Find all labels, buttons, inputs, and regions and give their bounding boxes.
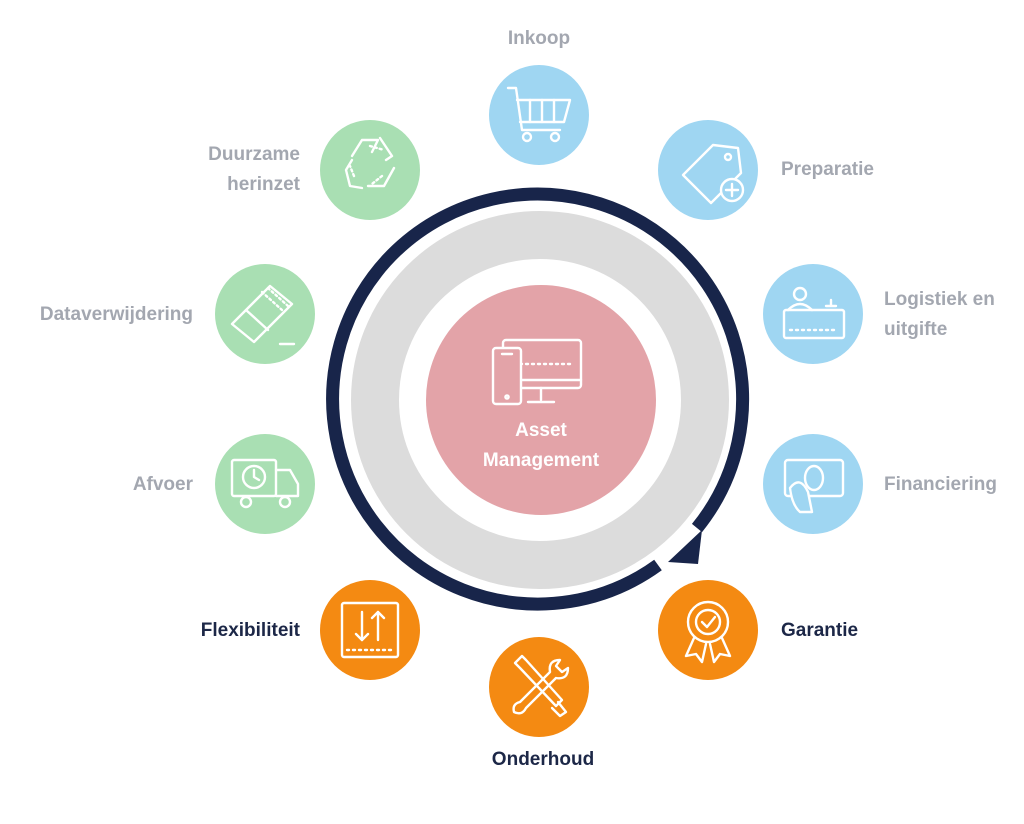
label-inkoop: Inkoop xyxy=(507,28,571,49)
label-logistiek: Logistiek en uitgifte xyxy=(884,285,995,345)
node-garantie xyxy=(658,580,758,680)
label-duurzame-line2: herinzet xyxy=(227,174,300,195)
node-flexibiliteit xyxy=(320,580,420,680)
label-logistiek-line2: uitgifte xyxy=(884,319,948,340)
warranty-badge-icon xyxy=(684,600,732,664)
label-duurzame: Duurzame herinzet xyxy=(208,140,300,200)
wrench-screwdriver-icon xyxy=(512,654,570,718)
node-dataverwijdering xyxy=(215,264,315,364)
recycle-icon xyxy=(344,136,396,190)
devices-monitor-phone-icon xyxy=(491,338,583,406)
label-preparatie: Preparatie xyxy=(781,159,874,180)
up-down-arrows-icon xyxy=(340,601,400,659)
label-garantie: Garantie xyxy=(781,620,859,641)
label-duurzame-line1: Duurzame xyxy=(208,144,300,165)
node-logistiek xyxy=(763,264,863,364)
inner-gray-ring xyxy=(351,211,729,589)
money-in-hand-icon xyxy=(783,458,845,514)
service-desk-icon xyxy=(782,286,846,340)
node-financiering xyxy=(763,434,863,534)
cycle-arrow-icon xyxy=(668,530,702,564)
node-inkoop xyxy=(489,65,589,165)
node-preparatie xyxy=(658,120,758,220)
label-dataverwijdering: Dataverwijdering xyxy=(39,304,193,325)
cycle-ring xyxy=(326,187,750,611)
node-afvoer xyxy=(215,434,315,534)
label-financiering: Financiering xyxy=(884,474,997,495)
eraser-icon xyxy=(230,284,296,346)
center-label-line1: Asset xyxy=(515,420,567,441)
label-afvoer: Afvoer xyxy=(132,474,193,495)
center-label: Asset Management xyxy=(440,416,642,476)
label-onderhoud: Onderhoud xyxy=(491,749,595,770)
label-logistiek-line1: Logistiek en xyxy=(884,289,995,310)
node-onderhoud xyxy=(489,637,589,737)
delivery-truck-clock-icon xyxy=(230,458,300,509)
node-duurzame xyxy=(320,120,420,220)
label-flexibiliteit: Flexibiliteit xyxy=(200,620,300,641)
center-label-line2: Management xyxy=(482,450,600,471)
price-tag-plus-icon xyxy=(681,143,745,205)
shopping-cart-icon xyxy=(506,86,572,143)
